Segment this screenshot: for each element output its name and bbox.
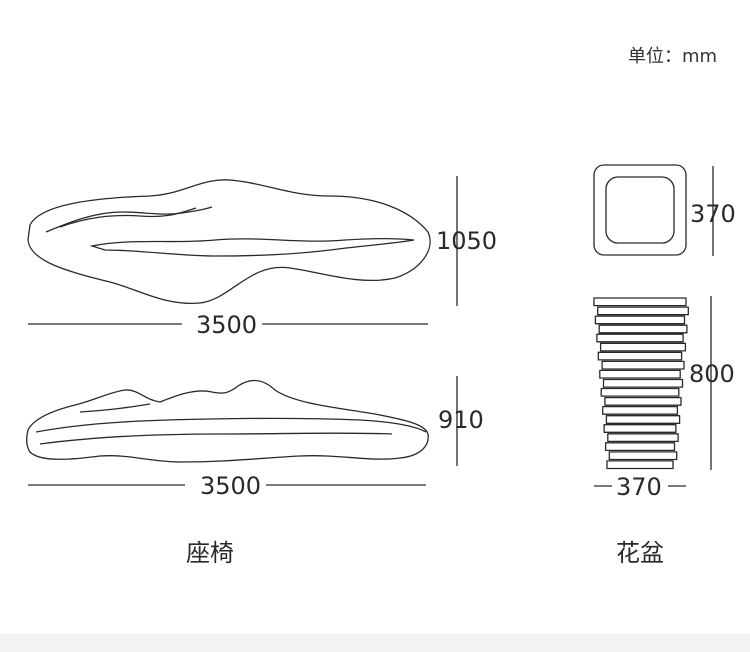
bench-side-seat-line	[35, 417, 427, 433]
bench-height-label: 910	[438, 406, 484, 434]
planter-slat	[598, 324, 688, 334]
planter-slat	[605, 415, 681, 424]
planter-slat	[601, 360, 685, 370]
bench-top-groove-upper-b	[59, 207, 197, 228]
planter-side-width-label: 370	[616, 473, 662, 501]
planter-slat	[599, 342, 687, 352]
planter-slat	[604, 396, 682, 406]
planter-slat	[607, 433, 679, 443]
bench-side-outline	[26, 379, 429, 463]
bench-side-view: 910 3500	[26, 376, 484, 500]
planter-top-view: 370	[593, 164, 736, 256]
unit-label: 单位：mm	[628, 46, 717, 67]
planter-side-view	[593, 297, 689, 470]
bench-side-width-label: 3500	[200, 472, 261, 500]
bench-top-groove-upper	[45, 206, 213, 233]
planter-slat	[602, 378, 684, 388]
planter-slat	[603, 424, 677, 433]
bench-depth-label: 1050	[436, 227, 497, 255]
planter-slat	[600, 387, 680, 397]
planter-slat	[594, 315, 686, 325]
bench-side-seat-line-lower	[39, 432, 393, 445]
planter-height-label: 800	[689, 360, 735, 388]
planter-top-inner	[605, 176, 675, 244]
planter-caption: 花盆	[616, 539, 664, 567]
planter-slat	[608, 451, 678, 461]
bench-top-groove-lower	[89, 237, 415, 257]
bench-side-wave	[79, 403, 151, 413]
planter-top-size-label: 370	[690, 200, 736, 228]
footer-band	[0, 634, 750, 652]
planter-slat	[593, 297, 687, 307]
planter-slat	[597, 306, 689, 316]
planter-slat	[606, 460, 674, 470]
planter-slat	[596, 333, 684, 343]
planter-slat	[599, 369, 681, 379]
planter-slat	[597, 351, 683, 361]
bench-caption: 座椅	[186, 539, 234, 567]
planter-slat	[604, 442, 676, 452]
bench-top-width-label: 3500	[196, 311, 257, 339]
bench-top-view: 1050 3500	[27, 176, 497, 339]
planter-slat	[602, 405, 679, 415]
bench-top-outline	[27, 179, 431, 305]
